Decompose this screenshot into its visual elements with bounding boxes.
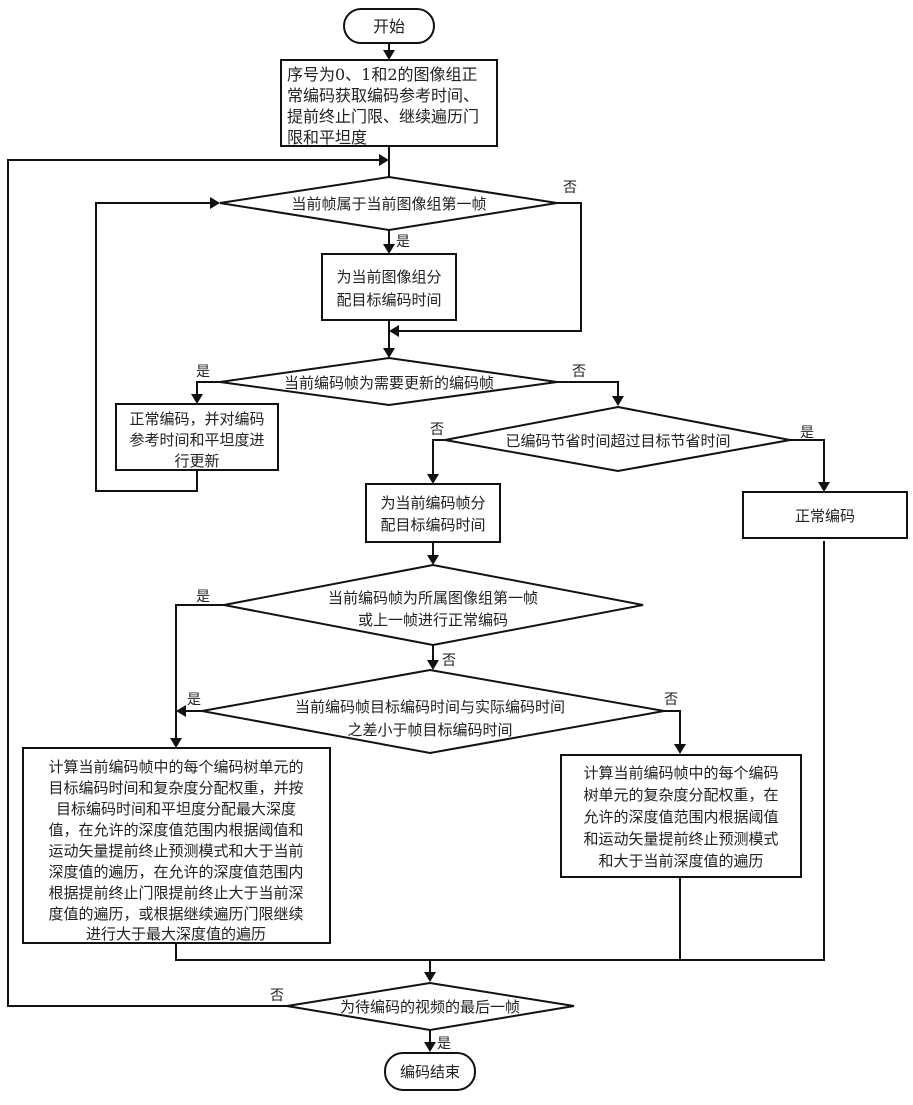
label-saved-yes: 是: [800, 425, 814, 441]
node-alloc-frame: 为当前编码帧分 配目标编码时间: [365, 483, 501, 543]
node-diff-decision: 当前编码帧目标编码时间与实际编码时间 之差小于帧目标编码时间: [201, 668, 665, 755]
node-proc-left-line-8: 度值的遍历，或根据继续遍历门限继续: [48, 905, 303, 923]
node-proc-left-line-9: 进行大于最大深度值的遍历: [86, 925, 266, 943]
node-proc-left-line-7: 根据提前终止门限提前终止大于当前深: [48, 884, 303, 902]
node-proc-left: 计算当前编码帧中的每个编码树单元的 目标编码时间和复杂度分配权重，并按 目标编码…: [22, 747, 331, 944]
label-saved-no: 否: [430, 422, 444, 438]
node-proc-right-line-5: 和大于当前深度值的遍历: [598, 852, 763, 870]
arrowhead: [674, 744, 686, 754]
node-prev-decision: 当前编码帧为所属图像组第一帧 或上一帧进行正常编码: [223, 563, 644, 647]
node-normal: 正常编码: [742, 491, 908, 539]
edge-gopfirst-no: [397, 202, 582, 332]
node-gop-first-text: 当前帧属于当前图像组第一帧: [291, 195, 486, 213]
node-prev-decision-line-1: 当前编码帧为所属图像组第一帧: [328, 589, 538, 607]
arrowhead: [427, 555, 439, 565]
edge-loop-update: [95, 202, 212, 492]
edge-saved-no: [432, 439, 445, 476]
node-proc-right-line-2: 树单元的复杂度分配权重，在: [583, 786, 778, 804]
arrowhead: [427, 660, 439, 670]
node-end: 编码结束: [384, 1052, 476, 1091]
edge-saved-yes: [790, 439, 825, 484]
node-init-line-1: 序号为0、1和2的图像组正: [287, 65, 478, 84]
node-saved-decision: 已编码节省时间超过目标节省时间: [444, 405, 791, 473]
node-proc-left-line-3: 目标编码时间和平坦度分配最大深度: [56, 800, 296, 818]
node-proc-right-line-4: 和运动矢量提前终止预测模式: [583, 830, 778, 848]
node-alloc-gop: 为当前图像组分 配目标编码时间: [321, 253, 457, 321]
node-start-text: 开始: [373, 17, 405, 36]
node-alloc-gop-line-2: 配目标编码时间: [336, 291, 441, 309]
node-proc-left-line-2: 目标编码时间和复杂度分配权重，并按: [48, 779, 303, 797]
node-saved-decision-text: 已编码节省时间超过目标节省时间: [505, 432, 730, 450]
node-proc-left-line-1: 计算当前编码帧中的每个编码树单元的: [48, 758, 303, 776]
label-last-no: 否: [270, 988, 284, 1004]
label-diff-no: 否: [664, 692, 678, 708]
edge-prev-yes: [175, 604, 224, 740]
node-diff-decision-line-2: 之差小于帧目标编码时间: [347, 721, 512, 739]
node-init-line-3: 提前终止门限、继续遍历门: [287, 107, 479, 126]
edge-update-no: [557, 381, 619, 398]
node-proc-left-line-5: 运动矢量提前终止预测模式和大于当前: [48, 842, 303, 860]
node-update-decision-text: 当前编码帧为需要更新的编码帧: [284, 374, 494, 392]
node-update-process: 正常编码，并对编码 参考时间和平坦度进 行更新: [115, 403, 279, 471]
edge-loop-last-no: [7, 159, 495, 1007]
node-update-line-3: 行更新: [174, 452, 219, 470]
arrowhead: [389, 325, 399, 337]
arrowhead: [191, 394, 203, 404]
node-update-line-1: 正常编码，并对编码: [129, 410, 264, 428]
label-prev-no: 否: [442, 653, 456, 669]
label-gop-first-yes: 是: [396, 234, 410, 250]
arrowhead: [612, 396, 624, 406]
node-prev-decision-line-2: 或上一帧进行正常编码: [358, 611, 508, 629]
arrowhead: [818, 482, 830, 492]
node-proc-right-line-3: 允许的深度值范围内根据阈值: [583, 808, 778, 826]
node-init-line-2: 常编码获取编码参考时间、: [287, 86, 479, 105]
node-alloc-frame-line-1: 为当前编码帧分: [380, 494, 485, 512]
arrowhead: [379, 154, 389, 166]
label-prev-yes: 是: [196, 589, 210, 605]
arrowhead: [383, 244, 395, 254]
node-init-line-4: 限和平坦度: [287, 128, 367, 147]
node-last-decision: 为待编码的视频的最后一帧: [286, 981, 575, 1032]
edge-merge-left: [175, 541, 825, 961]
node-gop-first-decision: 当前帧属于当前图像组第一帧: [219, 175, 558, 232]
node-proc-left-line-4: 值，在允许的深度值范围内根据阈值和: [48, 821, 303, 839]
node-update-decision: 当前编码帧为需要更新的编码帧: [219, 356, 558, 407]
node-normal-text: 正常编码: [795, 507, 855, 525]
label-gop-first-no: 否: [563, 180, 577, 196]
label-last-yes: 是: [437, 1036, 451, 1052]
arrowhead: [176, 705, 186, 717]
node-alloc-gop-line-1: 为当前图像组分: [336, 268, 441, 286]
node-diff-decision-line-1: 当前编码帧目标编码时间与实际编码时间: [295, 698, 565, 716]
node-proc-right-line-1: 计算当前编码帧中的每个编码: [583, 764, 778, 782]
connectors: [7, 43, 830, 1052]
node-proc-left-line-6: 深度值的遍历，在允许的深度值范围内: [48, 863, 303, 881]
arrowhead: [424, 972, 436, 982]
node-last-decision-text: 为待编码的视频的最后一帧: [340, 998, 520, 1016]
arrowhead: [383, 348, 395, 358]
edge-labels: 是 否 是 否 是 否 是 否 是 否 是 否: [187, 180, 814, 1052]
node-end-text: 编码结束: [400, 1063, 460, 1081]
node-alloc-frame-line-2: 配目标编码时间: [380, 516, 485, 534]
arrowhead: [210, 197, 220, 209]
arrowhead: [170, 738, 182, 748]
arrowhead: [424, 1042, 436, 1052]
label-update-yes: 是: [196, 364, 210, 380]
node-start: 开始: [343, 8, 435, 44]
label-update-no: 否: [572, 364, 586, 380]
node-proc-right: 计算当前编码帧中的每个编码 树单元的复杂度分配权重，在 允许的深度值范围内根据阈…: [560, 754, 802, 878]
arrowhead: [427, 474, 439, 484]
edge-diff-no: [664, 710, 681, 746]
arrowhead: [383, 50, 395, 60]
node-update-line-2: 参考时间和平坦度进: [129, 431, 264, 449]
edge-update-yes: [196, 381, 220, 396]
node-init: 序号为0、1和2的图像组正 常编码获取编码参考时间、 提前终止门限、继续遍历门 …: [280, 59, 498, 147]
label-diff-yes: 是: [187, 692, 201, 708]
